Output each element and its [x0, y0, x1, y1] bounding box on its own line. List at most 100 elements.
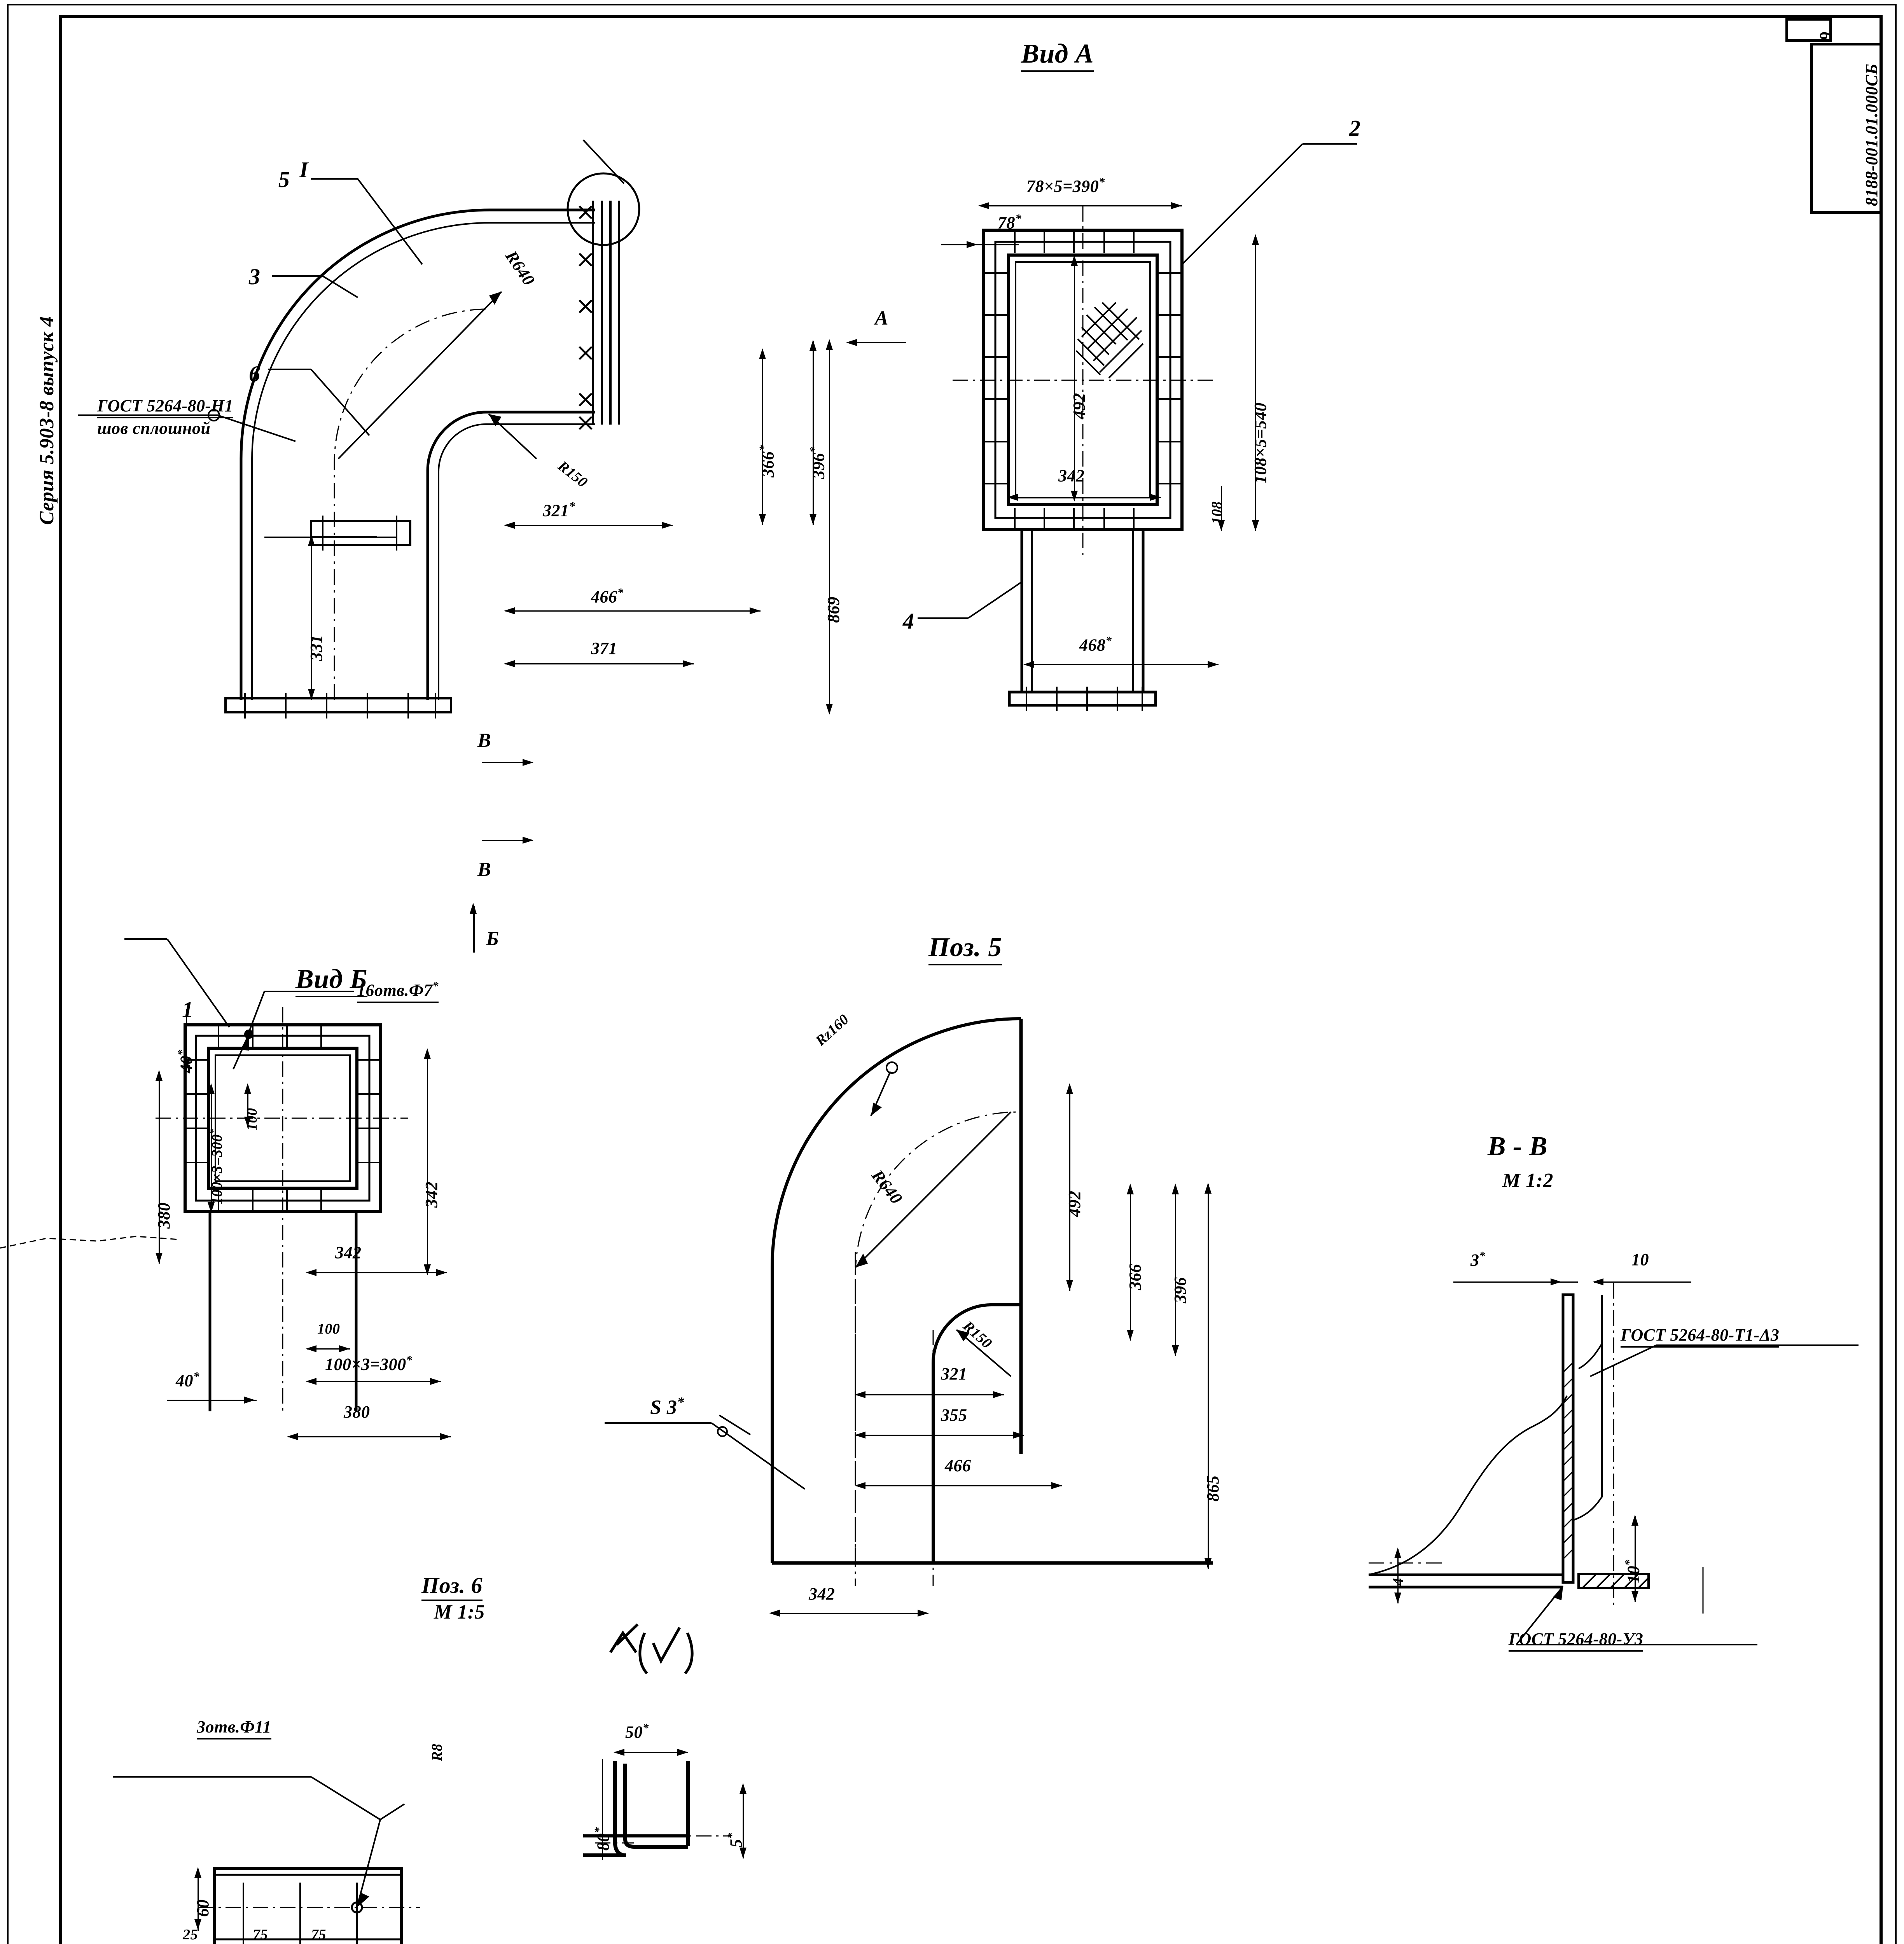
sec-vv-dim-4: 4 — [1390, 1578, 1406, 1586]
main-dim-466: 466* — [591, 586, 624, 607]
poz6-dimline-60 — [198, 1869, 199, 1931]
vid-b-dim-300-bottom: 100×3=300* — [325, 1353, 413, 1374]
vid-a-dimline-342 — [1009, 497, 1161, 498]
poz5-dim-321: 321 — [941, 1364, 967, 1383]
poz5-dimline-492 — [1069, 1085, 1070, 1291]
vid-b-dim-380-left: 380 — [154, 1202, 173, 1229]
vid-a-dimline-492 — [1074, 257, 1075, 501]
vid-b-dim-300-left: 100×3=300* — [207, 1129, 226, 1205]
poz5-dimline-865 — [1208, 1184, 1209, 1569]
poz6-scale: М 1:5 — [434, 1601, 485, 1623]
main-dim-366: 366* — [757, 445, 778, 477]
bracket-profile — [583, 1761, 731, 1857]
main-callout-5: 5 — [278, 167, 290, 192]
poz5-dim-355: 355 — [941, 1406, 967, 1425]
vid-a-dim-108: 108 — [1209, 501, 1225, 524]
poz5-dim-396: 396 — [1171, 1277, 1190, 1304]
poz6-dim-75b: 75 — [311, 1927, 326, 1943]
main-dimline-321 — [505, 525, 673, 526]
poz5-dimline-366 — [1130, 1185, 1131, 1341]
bracket-dim-50: 50* — [625, 1721, 649, 1742]
vid-a-dim-390: 78×5=390* — [1026, 175, 1105, 196]
vid-b-dim-40-bottom: 40* — [176, 1370, 199, 1390]
bracket-dimline-80 — [602, 1759, 603, 1860]
vid-b-dimline-100-left — [247, 1085, 248, 1128]
main-dim-371: 371 — [591, 639, 617, 658]
vid-b-hole-note: 16отв.Ф7* — [357, 979, 439, 1003]
vid-a-dim-492: 492 — [1070, 393, 1089, 420]
roughness-symbol — [609, 1623, 694, 1675]
vid-b-dim-342-h: 342 — [335, 1243, 362, 1262]
series-label: Серия 5.903-8 выпуск 4 — [36, 316, 58, 525]
vid-b-dim-100-left: 100 — [244, 1108, 260, 1131]
vid-b-title: Вид Б — [295, 964, 367, 997]
vid-b-dim-100-bottom: 100 — [317, 1321, 340, 1337]
bracket-dim-5: 5* — [725, 1832, 746, 1848]
sec-vv-dimline-4 — [1397, 1549, 1399, 1603]
vid-b-dim-380-bottom: 380 — [344, 1402, 370, 1421]
poz6-geometry — [113, 1776, 420, 1944]
vid-b-dimline-100-bottom — [307, 1348, 350, 1350]
sheet-inner-frame — [59, 15, 1883, 1944]
main-weld-note-bottom: шов сплошной — [97, 419, 211, 438]
vid-b-dimline-342-v — [427, 1050, 428, 1275]
main-dimline-371 — [505, 663, 694, 664]
vid-b-dimline-300-bottom — [307, 1381, 441, 1382]
sheet-outer-frame — [7, 4, 1897, 1944]
poz6-dim-25: 25 — [183, 1927, 198, 1943]
vid-a-dim-342: 342 — [1058, 466, 1085, 485]
poz5-geometry — [605, 1017, 1213, 1586]
poz5-dimline-321 — [856, 1394, 1004, 1395]
sec-vv-title: В - В — [1488, 1131, 1548, 1161]
vid-a-title: Вид А — [1021, 39, 1094, 72]
main-section-mark-v-top: В — [477, 729, 491, 752]
poz6-radius-note: R8 — [429, 1743, 445, 1761]
view-section-vv: В - В М 1:2 — [0, 59, 1904, 1652]
sec-vv-dim-3: 3* — [1470, 1249, 1486, 1270]
poz5-dim-865: 865 — [1203, 1475, 1222, 1502]
poz5-dimline-466 — [856, 1485, 1062, 1486]
vid-b-dimline-380 — [159, 1072, 160, 1264]
sec-vv-scale: М 1:2 — [1502, 1170, 1554, 1192]
poz5-dim-342: 342 — [809, 1584, 835, 1603]
sec-vv-dimline-10-top — [1594, 1281, 1691, 1283]
vid-a-dim-78: 78* — [998, 212, 1021, 233]
vid-b-dim-342-v: 342 — [422, 1181, 441, 1208]
corner-sheet-number: 9 — [1816, 31, 1835, 41]
main-callout-6: 6 — [249, 361, 261, 386]
poz5-dim-466: 466 — [945, 1456, 971, 1475]
vid-b-dimline-380-bottom — [288, 1436, 451, 1437]
vid-a-dimline-78 — [941, 244, 1019, 245]
view-main-assembly: I 5 3 6 ГОСТ 5264-80-Н1 шов сплошной R64… — [0, 0, 1904, 953]
poz5-title: Поз. 5 — [928, 932, 1002, 965]
main-dim-869: 869 — [824, 596, 843, 623]
sec-vv-weld-top: ГОСТ 5264-80-Т1-Δ3 — [1621, 1325, 1780, 1348]
main-dimline-396 — [813, 341, 814, 525]
main-dimline-869 — [829, 341, 830, 714]
poz6-dim-60: 60 — [193, 1899, 212, 1917]
bracket-dimline-5 — [743, 1785, 744, 1858]
vid-a-dimline-540 — [1255, 236, 1256, 531]
vid-a-dim-540: 108×5=540 — [1251, 402, 1270, 484]
main-view-arrow-B: Б — [486, 928, 499, 950]
vid-a-dimline-468 — [1025, 664, 1219, 665]
main-dimline-331 — [311, 537, 312, 700]
sec-vv-geometry — [1368, 1283, 1859, 1645]
vid-a-callout-2: 2 — [1349, 115, 1361, 141]
main-dim-321: 321* — [543, 500, 575, 520]
vid-a-dimline-390 — [980, 205, 1182, 206]
corner-sheetno-box — [1785, 18, 1832, 42]
sec-vv-weld-bottom: ГОСТ 5264-80-У3 — [1509, 1629, 1643, 1652]
bracket-dimline-50 — [615, 1752, 688, 1753]
poz5-dim-492: 492 — [1065, 1191, 1084, 1217]
main-callout-I: I — [299, 157, 309, 182]
main-callout-3: 3 — [249, 264, 261, 289]
bracket-dim-80: 80* — [592, 1827, 613, 1851]
vid-a-dim-468: 468* — [1079, 634, 1112, 655]
main-weld-note-top: ГОСТ 5264-80-Н1 — [97, 396, 234, 419]
poz5-dim-366: 366 — [1126, 1264, 1145, 1290]
corner-doc-number: 8188-001.01.000СБ — [1862, 63, 1881, 206]
poz6-dim-75a: 75 — [253, 1927, 268, 1943]
poz6-title: Поз. 6 — [421, 1573, 483, 1601]
vid-b-callout-1: 1 — [182, 997, 194, 1022]
